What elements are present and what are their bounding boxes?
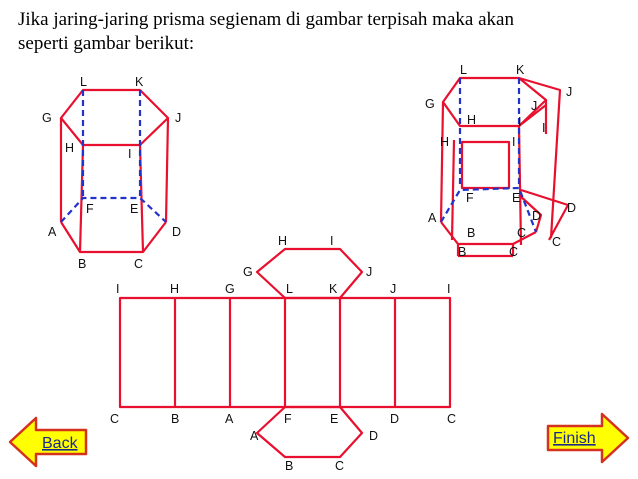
net-label: J — [366, 265, 372, 279]
prism-left-label: G — [42, 111, 52, 125]
prism-left-label: A — [48, 225, 57, 239]
prism-left-label: J — [175, 111, 181, 125]
prism-right-label: I — [542, 121, 545, 135]
net-label: H — [278, 234, 287, 248]
instruction-line-2: seperti gambar berikut: — [18, 33, 195, 54]
prism-right-label: L — [460, 63, 467, 77]
prism-left-label: H — [65, 141, 74, 155]
back-button[interactable]: Back — [8, 416, 88, 468]
prism-right-label: G — [425, 97, 435, 111]
prism-right-label: B — [467, 226, 475, 240]
net-label: D — [390, 412, 399, 426]
net-label: D — [369, 429, 378, 443]
prism-right-side-flap — [518, 76, 562, 239]
net-label: A — [250, 429, 259, 443]
prism-right-front-face — [460, 140, 511, 190]
net-label: C — [110, 412, 119, 426]
finish-button[interactable]: Finish — [546, 412, 630, 464]
prism-right-flap-d — [520, 188, 570, 241]
net-label: J — [390, 282, 396, 296]
net-label: A — [225, 412, 234, 426]
prism-right-label: D — [567, 201, 576, 215]
prism-left-label: F — [86, 202, 94, 216]
prism-left-label: E — [130, 202, 138, 216]
prism-left — [59, 88, 170, 254]
prism-left-label: C — [134, 257, 143, 271]
prism-left-hidden-base — [60, 196, 167, 223]
prism-right-label: H — [440, 135, 449, 149]
prism-right-label: F — [466, 191, 474, 205]
prism-right-base-front — [440, 221, 537, 246]
prism-right-label: C — [509, 245, 518, 259]
instruction-line-1: Jika jaring-jaring prisma segienam di ga… — [18, 9, 514, 30]
net-label: G — [225, 282, 235, 296]
net-label: K — [329, 282, 338, 296]
finish-arrow-icon — [546, 412, 630, 464]
net-label: I — [330, 234, 333, 248]
finish-button-label: Finish — [553, 430, 596, 447]
prism-right-label: C — [517, 226, 526, 240]
prism-left-label: B — [78, 257, 86, 271]
net-label: B — [171, 412, 179, 426]
prism-right-flap-d2 — [518, 194, 543, 233]
net-label: H — [170, 282, 179, 296]
prism-right-label: I — [518, 115, 521, 129]
instruction-text: Jika jaring-jaring prisma segienam di ga… — [18, 8, 628, 56]
net-label: F — [284, 412, 292, 426]
net-label: L — [286, 282, 293, 296]
back-arrow-icon — [8, 416, 88, 468]
prism-left-top-face — [59, 88, 170, 147]
prism-left-labels: L K G J H I F E A D B C — [42, 75, 181, 271]
prism-right-label: D — [532, 209, 541, 223]
prism-right-label: J — [531, 99, 537, 113]
net-bottom-hexagon — [255, 405, 364, 459]
prism-right-label: E — [512, 191, 520, 205]
net-label: I — [447, 282, 450, 296]
net-label: B — [285, 459, 293, 473]
back-button-label: Back — [42, 435, 79, 452]
net-labels: H I G J I H G L K J I C B A F E D C A D … — [110, 234, 456, 473]
net-top-hexagon — [255, 247, 364, 300]
prism-right-label: K — [516, 63, 525, 77]
net-label: C — [335, 459, 344, 473]
prism-right-label: H — [467, 113, 476, 127]
prism-net — [118, 247, 452, 459]
prism-right — [439, 76, 570, 258]
prism-right-label: A — [428, 211, 437, 225]
prism-left-label: I — [128, 147, 131, 161]
net-label: I — [116, 282, 119, 296]
prism-left-bottom-front-edges — [60, 221, 167, 254]
prism-right-label: C — [552, 235, 561, 249]
net-label: E — [330, 412, 338, 426]
prism-right-label: B — [458, 245, 466, 259]
prism-right-label: J — [566, 85, 572, 99]
net-label: C — [447, 412, 456, 426]
net-label: G — [243, 265, 253, 279]
prism-left-label: K — [135, 75, 144, 89]
prism-left-label: L — [80, 75, 87, 89]
prism-right-label: I — [512, 135, 515, 149]
prism-left-label: D — [172, 225, 181, 239]
prism-right-labels: L K J G J H I H I I F E A D D B C C B C — [425, 63, 576, 259]
